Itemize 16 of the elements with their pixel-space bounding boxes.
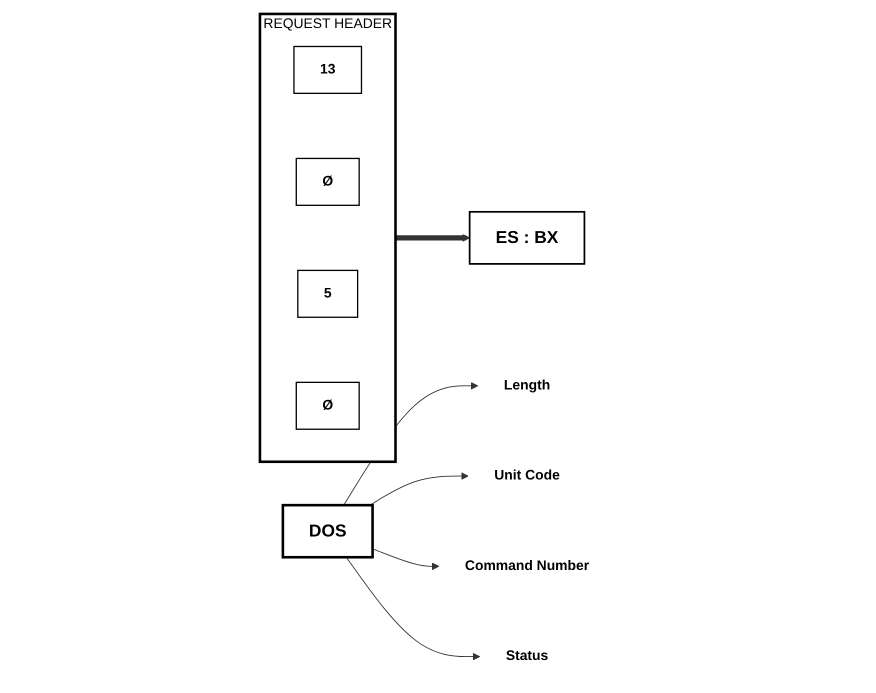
node-box — [294, 45, 363, 94]
node-text: Length — [504, 378, 551, 392]
node-box — [298, 269, 359, 318]
node-text: Command Number — [465, 558, 590, 573]
node-text: Unit Code — [494, 468, 560, 483]
arrow — [396, 234, 470, 242]
node-box — [296, 381, 360, 430]
cluster — [259, 12, 398, 463]
node-text: Status — [506, 648, 549, 664]
node-box — [469, 210, 586, 264]
arrow — [370, 472, 469, 506]
arrow — [372, 548, 440, 570]
arrow — [346, 556, 481, 660]
diagram: REQUEST HEADER 13 Ø 5 Ø Length Unit Code Command Number Status DOS ES : BX — [253, 6, 623, 686]
node-box — [296, 157, 360, 206]
node-box — [282, 503, 374, 558]
